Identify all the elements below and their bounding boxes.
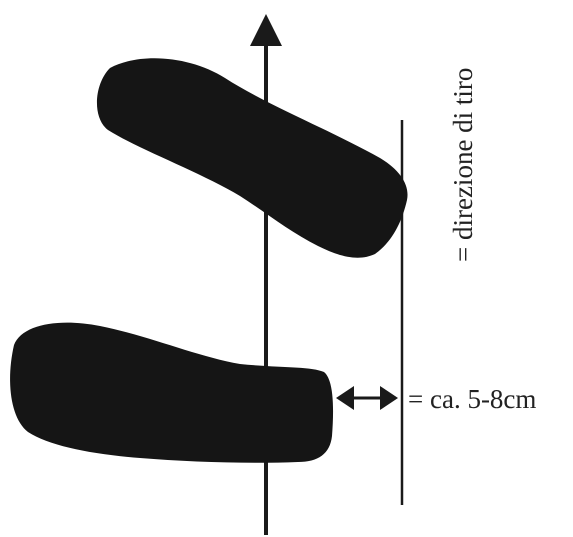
distance-label: = ca. 5-8cm bbox=[408, 384, 536, 414]
arrow-up-icon bbox=[250, 14, 282, 46]
upper-footprint bbox=[97, 58, 408, 257]
direction-label: = direzione di tiro bbox=[448, 68, 478, 262]
double-arrow-horizontal-icon bbox=[336, 386, 398, 410]
lower-footprint bbox=[10, 323, 333, 463]
